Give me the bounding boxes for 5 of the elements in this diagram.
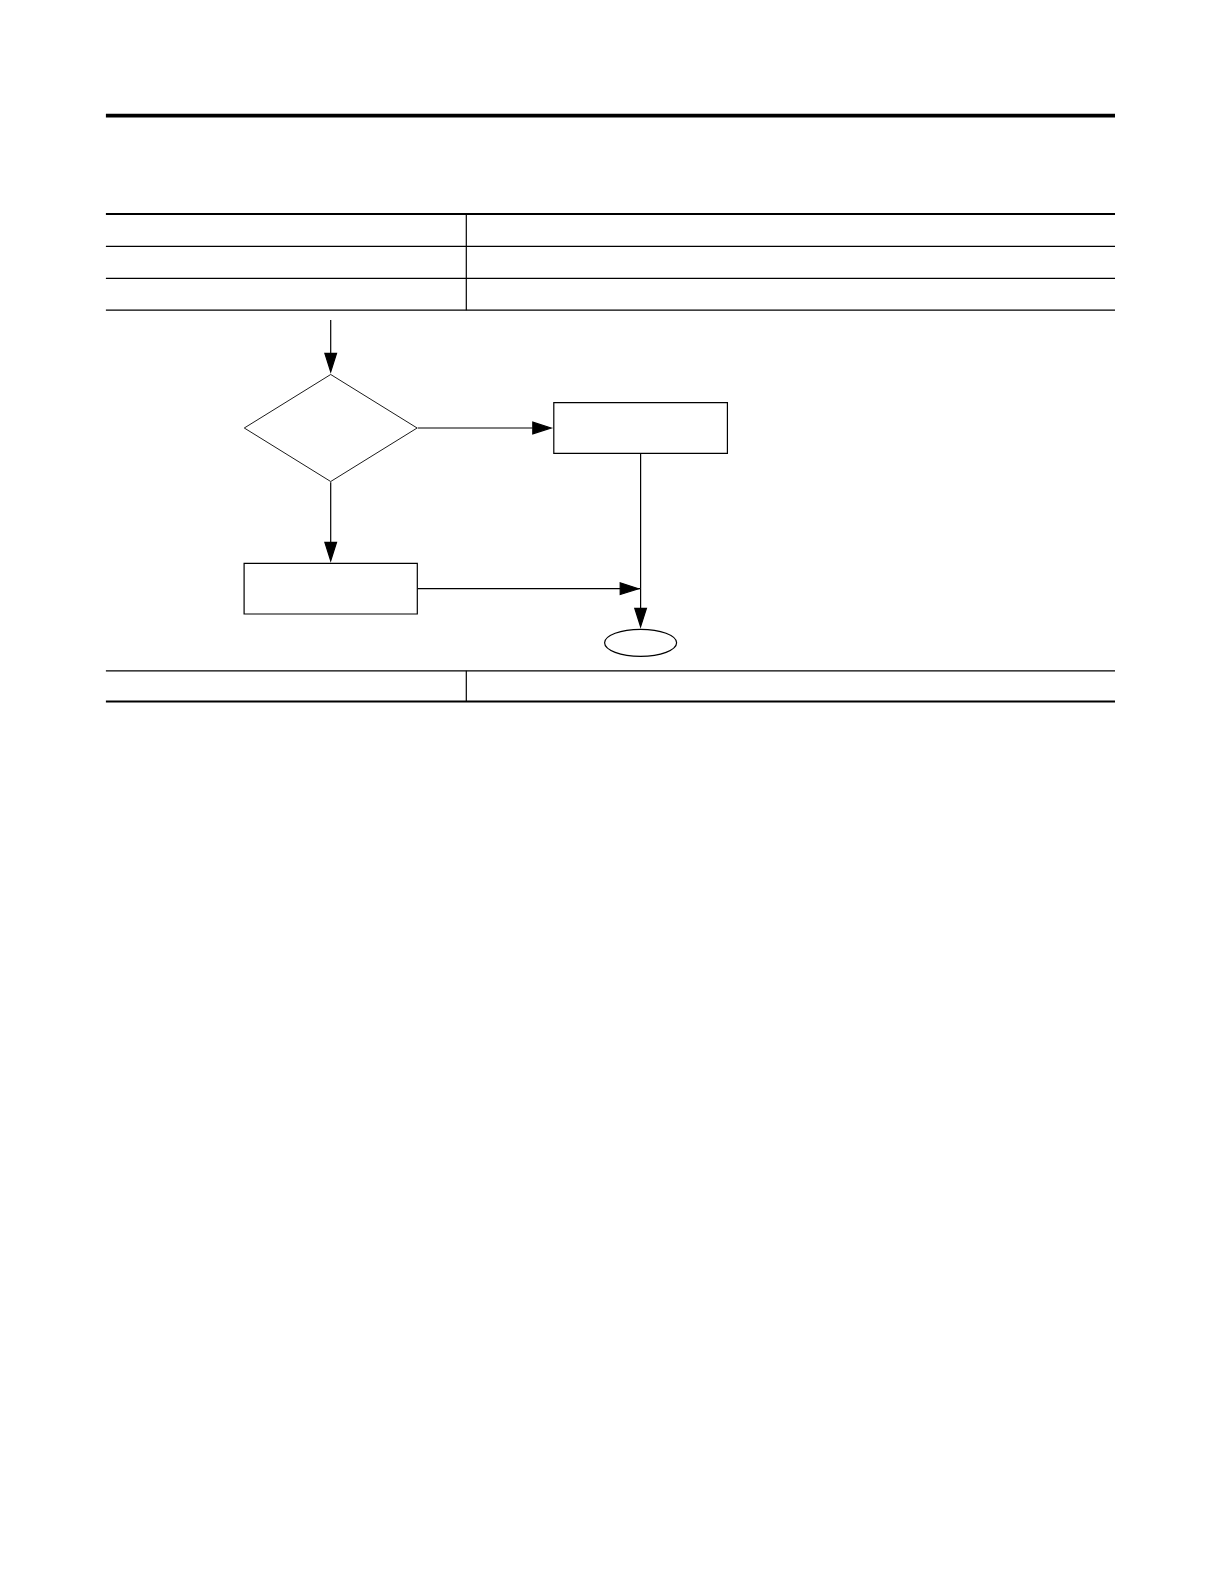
decision-diamond xyxy=(243,374,418,482)
terminator-oval xyxy=(604,628,678,657)
process-box xyxy=(553,401,728,455)
process-box xyxy=(243,562,418,615)
arrow xyxy=(417,582,642,596)
